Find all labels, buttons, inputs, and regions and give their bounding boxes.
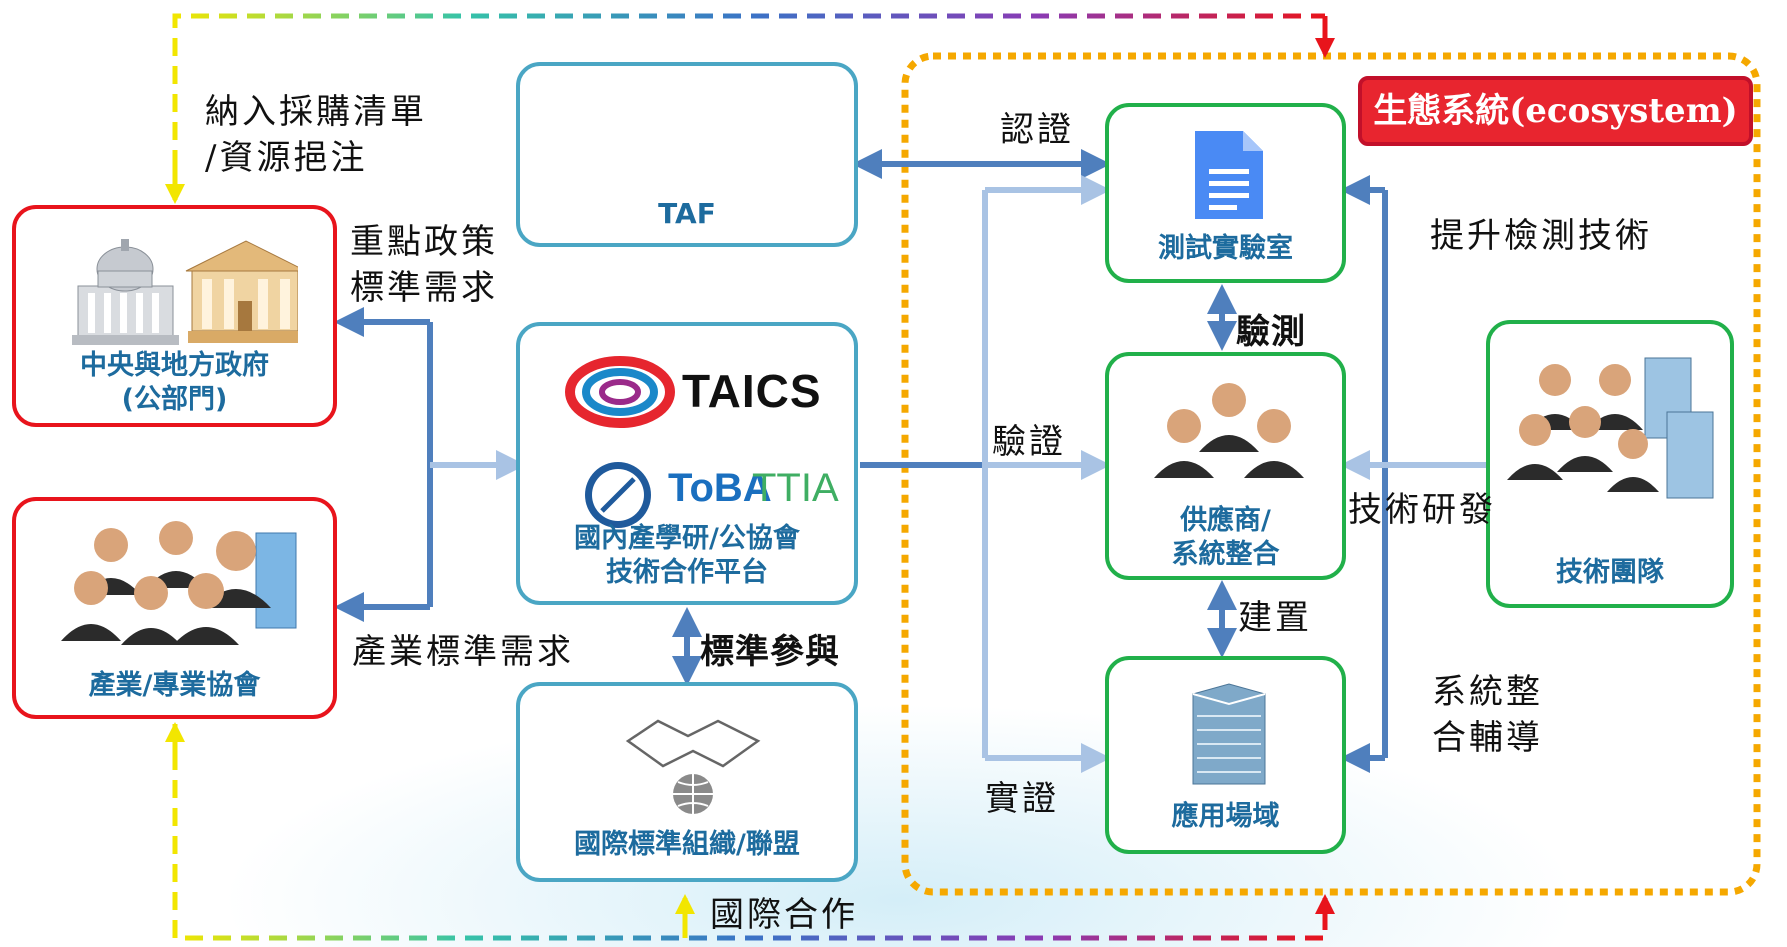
- document-icon: [1195, 131, 1263, 219]
- improve-label: 提升檢測技術: [1430, 216, 1652, 256]
- procure-label: 納入採購清單 /資源挹注: [205, 90, 427, 182]
- tobia-logo: ToBA: [668, 466, 772, 510]
- team-building-icon: [1507, 357, 1714, 499]
- intl-coop-label: 國際合作: [710, 895, 858, 935]
- office-building-icon: [1192, 683, 1266, 785]
- assoc-label: 產業/專業協會: [88, 670, 261, 701]
- teema-logo-icon: [585, 462, 651, 528]
- tech-node[interactable]: 技術團隊: [1486, 320, 1734, 608]
- ttia-logo: TTIA: [752, 466, 839, 510]
- sysint-label: 系統整 合輔導: [1432, 670, 1543, 762]
- handshake-globe-icon: [625, 719, 761, 814]
- demo-label: 實證: [985, 779, 1059, 819]
- procure-label-2: /資源挹注: [205, 137, 368, 178]
- supplier-node[interactable]: 供應商/ 系統整合: [1105, 352, 1346, 580]
- government-building-icon: [72, 239, 298, 345]
- tech-label: 技術團隊: [1556, 557, 1664, 588]
- taf-node[interactable]: TAF: [516, 62, 858, 247]
- gov-label: 中央與地方政府: [80, 350, 269, 381]
- lab-node[interactable]: 測試實驗室: [1105, 103, 1346, 283]
- supplier-label-1: 供應商/: [1180, 505, 1271, 536]
- build-label: 建置: [1238, 598, 1312, 638]
- field-node[interactable]: 應用場域: [1105, 656, 1346, 854]
- test-label: 驗測: [1236, 312, 1306, 352]
- policy-label-2: 標準需求: [350, 267, 498, 308]
- taf-label: TAF: [658, 197, 716, 230]
- assoc-node[interactable]: 產業/專業協會: [12, 497, 337, 719]
- verify-label: 驗證: [992, 422, 1066, 462]
- certify-label: 認證: [1000, 110, 1074, 150]
- people-icon: [1154, 383, 1304, 478]
- ecosystem-title: 生態系統(ecosystem): [1358, 76, 1753, 146]
- policy-label: 重點政策 標準需求: [350, 220, 498, 312]
- taics-logo-icon: [565, 356, 675, 428]
- supplier-label-2: 系統整合: [1171, 538, 1280, 570]
- platform-label-1: 國內產學研/公協會: [574, 523, 800, 554]
- intl-label: 國際標準組織/聯盟: [574, 829, 800, 860]
- top-feedback-line: [172, 13, 1325, 196]
- taics-logo-text: TAICS: [682, 365, 822, 417]
- rnd-label: 技術研發: [1348, 490, 1496, 530]
- people-group-icon: [61, 521, 297, 645]
- policy-label-1: 重點政策: [350, 222, 498, 262]
- industry-label: 產業標準需求: [352, 632, 574, 672]
- sysint-label-1: 系統整: [1432, 672, 1543, 712]
- gov-node[interactable]: 中央與地方政府 (公部門): [12, 205, 337, 427]
- std-participate-label: 標準參與: [700, 632, 840, 672]
- platform-node[interactable]: TAICS ToBA TTIA 國內產學研/公協會 技術合作平台: [516, 322, 858, 605]
- platform-label-2: 技術合作平台: [606, 556, 768, 588]
- lab-label: 測試實驗室: [1158, 233, 1293, 264]
- procure-label-1: 納入採購清單: [205, 92, 427, 132]
- sysint-label-2: 合輔導: [1432, 717, 1543, 758]
- field-label: 應用場域: [1171, 801, 1280, 832]
- intl-node[interactable]: 國際標準組織/聯盟: [516, 682, 858, 882]
- gov-sublabel: (公部門): [121, 383, 228, 415]
